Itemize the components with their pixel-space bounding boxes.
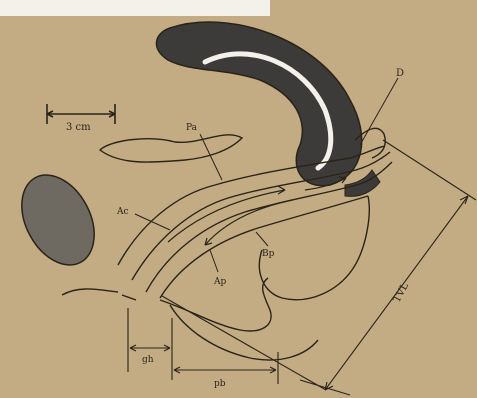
label-Ap: Ap <box>213 277 226 287</box>
label-Ac: Ac <box>116 207 129 217</box>
label-Pa: Pa <box>186 123 198 133</box>
label-Bp: Bp <box>262 249 275 259</box>
label-D: D <box>396 68 404 79</box>
scale-label: 3 cm <box>66 122 91 133</box>
white-corner-strip <box>0 0 270 16</box>
label-gh: gh <box>142 355 154 365</box>
label-pb: pb <box>214 379 226 389</box>
